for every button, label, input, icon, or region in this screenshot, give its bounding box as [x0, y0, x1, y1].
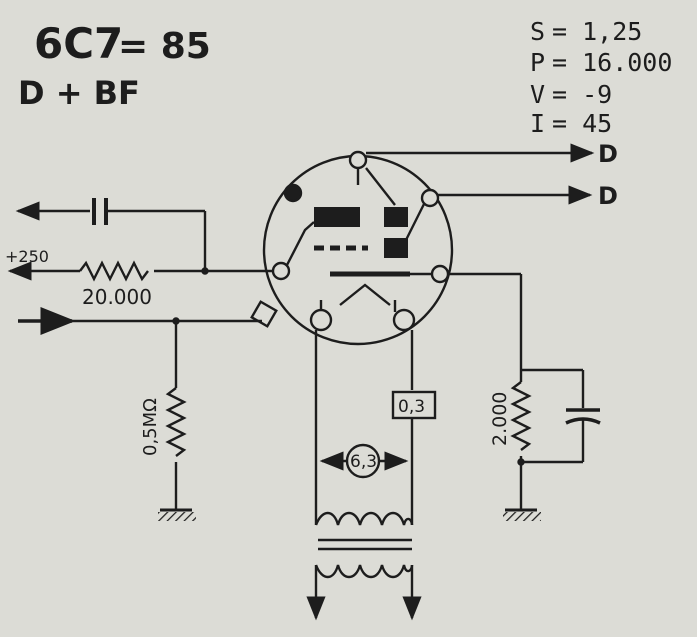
triode-plate — [314, 207, 360, 227]
grid-resistor — [165, 387, 187, 457]
transformer-secondary-coil — [314, 511, 414, 526]
diode-plate-1 — [384, 207, 408, 227]
cathode-resistor — [510, 381, 532, 451]
diode-output-label-2: D — [598, 182, 618, 210]
cathode-resistor-label: 2.000 — [489, 392, 511, 446]
heater-voltage-label: 6,3 — [350, 452, 377, 472]
supply-voltage-label: +250 — [5, 247, 49, 266]
tube-name: 6C7 — [34, 19, 123, 68]
pin-heater-left — [309, 308, 333, 332]
spec-v-symbol: V — [530, 80, 545, 109]
spec-p-symbol: P — [530, 48, 545, 77]
diode-output-label-1: D — [598, 140, 618, 168]
pin-index-dot — [283, 183, 303, 203]
grid-cap — [250, 300, 278, 328]
tube-equivalent: = 85 — [118, 26, 211, 67]
spec-s-symbol: S — [530, 17, 545, 46]
heater-current-label: 0,3 — [398, 397, 425, 417]
bypass-capacitor-bottom — [565, 417, 601, 425]
diode-plate-2 — [384, 238, 408, 258]
spec-i-symbol: I — [530, 109, 545, 138]
spec-s-value: = 1,25 — [552, 17, 642, 46]
pin-heater-right — [392, 308, 416, 332]
pin-right — [430, 264, 450, 284]
pin-top — [348, 150, 368, 170]
spec-v-value: = -9 — [552, 80, 612, 109]
pin-plate — [271, 261, 291, 281]
tube-function: D + BF — [18, 74, 140, 112]
spec-list: S = 1,25 P = 16.000 V = -9 I = 45 — [530, 17, 672, 138]
grid-resistor-label: 0,5MΩ — [140, 398, 161, 456]
spec-i-value: = 45 — [552, 109, 612, 138]
plate-resistor-label: 20.000 — [82, 285, 152, 309]
transformer-primary-coil — [314, 564, 414, 579]
heater-voltage-circle — [345, 443, 381, 479]
heater-current-box — [391, 390, 437, 420]
plate-resistor — [79, 260, 149, 282]
heater-filament — [339, 283, 391, 306]
spec-p-value: = 16.000 — [552, 48, 672, 77]
pin-upper-right — [420, 188, 440, 208]
